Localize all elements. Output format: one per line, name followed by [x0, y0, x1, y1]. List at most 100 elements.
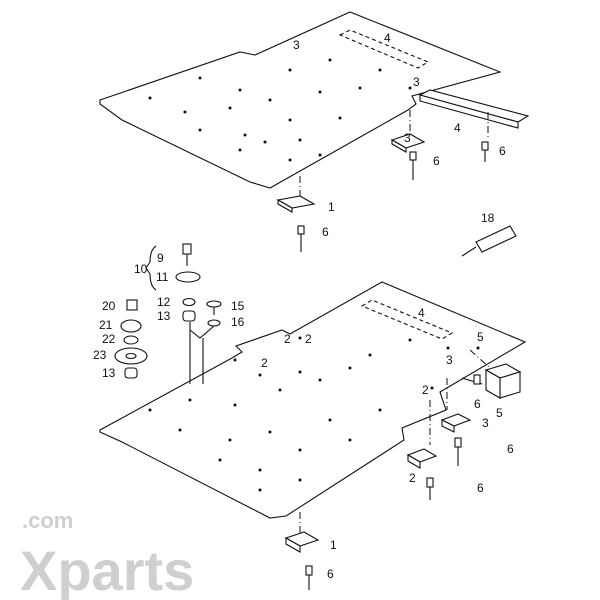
- callout-bottom-4: 2: [261, 356, 268, 370]
- mounting-hole: [238, 88, 242, 92]
- callout-bottom-11: 2: [409, 471, 416, 485]
- callout-middle-8: 21: [99, 318, 113, 332]
- mounting-hole: [348, 366, 352, 370]
- callout-top-6: 6: [499, 144, 506, 158]
- callout-bottom-8: 5: [496, 406, 503, 420]
- bracket-5: [461, 363, 522, 399]
- bolts-6-bottom: [305, 374, 481, 590]
- watermark-suffix: .com: [22, 508, 73, 533]
- mounting-hole: [148, 96, 152, 100]
- mounting-hole: [218, 458, 222, 462]
- callout-top-1: 4: [384, 31, 391, 45]
- callout-middle-0: 9: [157, 251, 164, 265]
- callout-bottom-10: 6: [507, 442, 514, 456]
- callout-bottom-2: 2: [284, 332, 291, 346]
- mounting-hole: [298, 138, 302, 142]
- mounting-hole: [288, 118, 292, 122]
- mounting-hole: [430, 386, 434, 390]
- callout-middle-6: 16: [231, 315, 245, 329]
- bracket-3-bottom: [440, 413, 472, 433]
- watermark-brand: Xparts: [20, 539, 194, 600]
- mounting-hole: [408, 338, 412, 342]
- reinforcement-strip-top: [338, 29, 430, 69]
- mounting-hole: [378, 68, 382, 72]
- mounting-hole: [348, 438, 352, 442]
- callout-top-8: 6: [322, 225, 329, 239]
- callout-bottom-1: 5: [477, 330, 484, 344]
- callout-top-7: 1: [328, 200, 335, 214]
- mounting-hole: [263, 140, 267, 144]
- mounting-hole: [288, 68, 292, 72]
- mounting-hole: [233, 403, 237, 407]
- mounting-hole: [233, 358, 237, 362]
- mounting-hole: [258, 468, 262, 472]
- callout-top-3: 4: [454, 121, 461, 135]
- bracket-1-top: [276, 195, 316, 213]
- mounting-hole: [318, 90, 322, 94]
- mounting-hole: [298, 370, 302, 374]
- callout-middle-11: 13: [102, 366, 116, 380]
- mounting-hole: [476, 346, 480, 350]
- callout-bottom-3: 2: [305, 332, 312, 346]
- bracket-3-top: [390, 133, 426, 153]
- mounting-hole: [148, 408, 152, 412]
- callout-middle-2: 11: [156, 270, 169, 284]
- callout-bottom-0: 4: [418, 306, 425, 320]
- callout-top-9: 18: [481, 211, 495, 225]
- callout-top-5: 6: [433, 154, 440, 168]
- mounting-hole: [298, 448, 302, 452]
- mounting-hole: [243, 133, 247, 137]
- mounting-hole: [178, 428, 182, 432]
- callout-middle-7: 20: [102, 299, 116, 313]
- callout-bottom-6: 2: [422, 383, 429, 397]
- callout-bottom-12: 6: [477, 481, 484, 495]
- callout-bottom-13: 1: [330, 538, 337, 552]
- callout-top-0: 3: [293, 38, 300, 52]
- mounting-hole: [228, 106, 232, 110]
- callout-bottom-5: 3: [446, 353, 453, 367]
- floor-plate-bottom: [99, 281, 527, 519]
- mounting-hole: [278, 388, 282, 392]
- mounting-hole: [328, 418, 332, 422]
- mounting-hole: [318, 378, 322, 382]
- callout-top-4: 3: [404, 131, 411, 145]
- callout-bottom-7: 6: [474, 397, 481, 411]
- mounting-hole: [368, 353, 372, 357]
- callout-middle-3: 12: [157, 295, 171, 309]
- bolts-6-top: [297, 141, 489, 252]
- mounting-holes: [148, 58, 480, 492]
- mounting-hole: [298, 478, 302, 482]
- mounting-hole: [378, 408, 382, 412]
- reinforcement-strip-bottom: [360, 299, 454, 340]
- mounting-hole: [228, 438, 232, 442]
- mounting-hole: [268, 430, 272, 434]
- callout-middle-4: 13: [157, 309, 171, 323]
- mounting-hole: [258, 488, 262, 492]
- mounting-hole: [408, 86, 412, 90]
- bracket-1-bottom: [284, 531, 320, 553]
- callout-middle-9: 22: [102, 332, 116, 346]
- mounting-hole: [338, 116, 342, 120]
- mounting-hole: [268, 98, 272, 102]
- callout-middle-1: 10: [134, 262, 148, 276]
- mounting-hole: [188, 398, 192, 402]
- mounting-hole: [183, 110, 187, 114]
- mounting-hole: [446, 346, 450, 350]
- callout-bottom-9: 3: [482, 416, 489, 430]
- mounting-hole: [198, 128, 202, 132]
- callout-middle-5: 15: [231, 299, 245, 313]
- mounting-hole: [258, 373, 262, 377]
- alignment-lines-bottom: [189, 349, 491, 535]
- mounting-hole: [328, 58, 332, 62]
- fastener-stack-left: [114, 299, 148, 379]
- sealant-tube-18: [461, 225, 517, 257]
- mounting-hole: [288, 158, 292, 162]
- callout-middle-10: 23: [93, 348, 107, 362]
- bracket-2-bottom: [406, 448, 438, 469]
- mounting-hole: [238, 148, 242, 152]
- callout-top-2: 3: [413, 75, 420, 89]
- callout-bottom-14: 6: [327, 567, 334, 581]
